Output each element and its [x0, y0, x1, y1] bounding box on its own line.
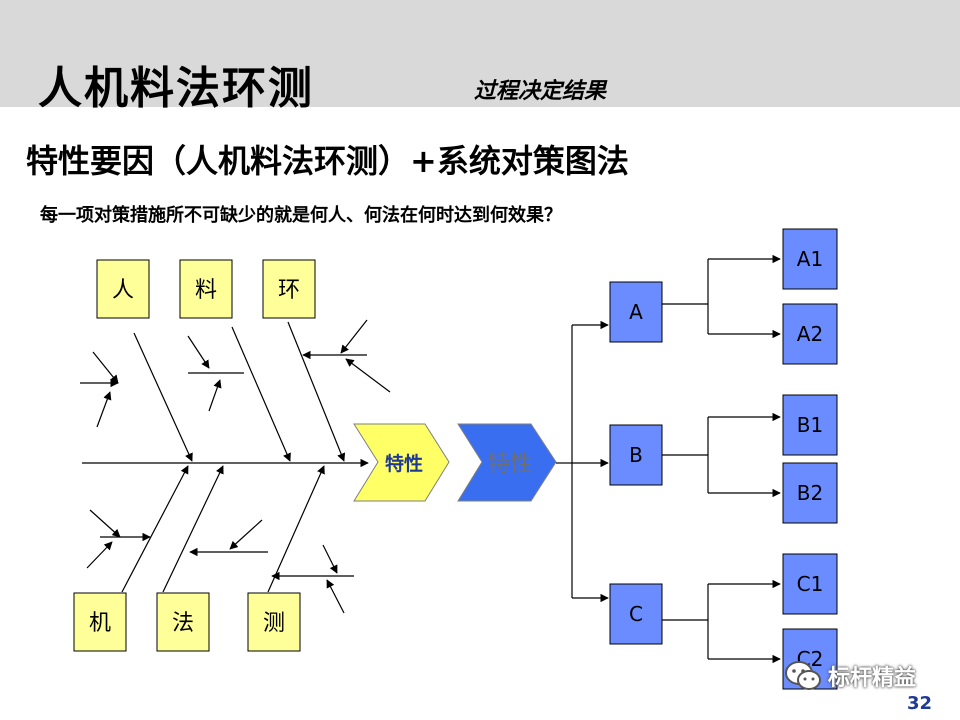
node-c1: C1 — [782, 553, 838, 615]
node-a: A — [609, 281, 663, 343]
sub-bone-11 — [89, 509, 121, 538]
factor-box-ce: 测 — [247, 592, 301, 652]
factor-box-fa: 法 — [156, 592, 210, 652]
sub-bone-8 — [340, 319, 368, 354]
note-text: 每一项对策措施所不可缺少的就是何人、何法在何时达到何效果？ — [40, 205, 562, 226]
page-title: 人机料法环测 — [38, 63, 314, 114]
node-b1: B1 — [782, 394, 838, 456]
node-a2: A2 — [782, 303, 838, 365]
page-subtitle: 过程决定结果 — [474, 79, 607, 104]
sub-bone-17 — [326, 579, 345, 614]
watermark-text: 标杆精益 — [828, 666, 917, 691]
sub-bone-5 — [187, 335, 210, 369]
sub-bone-2 — [92, 351, 119, 384]
bone-bottom-1 — [121, 465, 189, 593]
factor-box-huan: 环 — [262, 259, 316, 319]
sub-bone-14 — [229, 519, 263, 550]
bone-top-2 — [231, 326, 291, 462]
bone-bottom-3 — [267, 465, 325, 593]
sub-bone-9 — [345, 358, 391, 393]
factor-box-liao: 料 — [179, 259, 233, 319]
node-a1: A1 — [782, 228, 838, 290]
system-root: 特性 — [457, 423, 557, 502]
fishbone-head: 特性 — [353, 423, 450, 502]
sub-bone-16 — [322, 544, 338, 574]
sub-bone-6 — [208, 379, 222, 412]
bone-bottom-2 — [162, 465, 224, 593]
header-band — [0, 0, 960, 107]
sub-bone-12 — [86, 541, 113, 569]
wechat-icon — [784, 659, 822, 693]
section-heading: 特性要因（人机料法环测）+系统对策图法 — [26, 142, 629, 180]
node-b2: B2 — [782, 462, 838, 524]
node-b: B — [609, 424, 663, 486]
bone-top-3 — [287, 321, 346, 462]
bone-top-1 — [133, 332, 193, 462]
sub-bone-3 — [96, 391, 112, 428]
page-number: 32 — [906, 693, 932, 714]
factor-box-ji: 机 — [73, 592, 127, 652]
watermark: 标杆精益 — [784, 658, 916, 694]
node-c: C — [609, 583, 663, 645]
factor-box-ren: 人 — [96, 259, 150, 319]
